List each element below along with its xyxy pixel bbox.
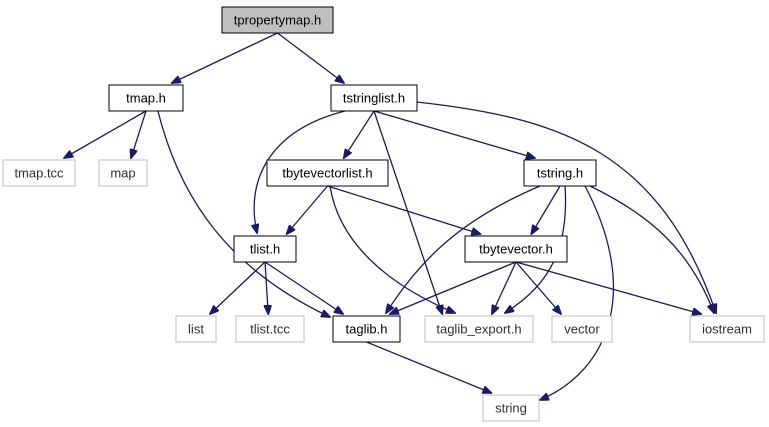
- edge-tstringlist-to-taglibexport: [373, 110, 442, 314]
- node-box: [330, 84, 418, 112]
- node-tbytevector[interactable]: tbytevector.h: [464, 235, 568, 263]
- node-box: [332, 315, 401, 343]
- node-box: [108, 84, 184, 112]
- node-taglibexport: taglib_export.h: [424, 315, 534, 343]
- node-tstringlist[interactable]: tstringlist.h: [330, 84, 418, 112]
- node-label: tlist.tcc: [250, 322, 290, 337]
- node-box: [2, 159, 76, 187]
- node-string: string: [482, 394, 540, 422]
- node-tmap[interactable]: tmap.h: [108, 84, 184, 112]
- node-label: tbytevector.h: [479, 242, 553, 257]
- node-box: [689, 315, 765, 343]
- node-label: tbytevectorlist.h: [282, 166, 372, 181]
- edge-tstring-to-taglib: [386, 185, 541, 313]
- node-tbytevectorlist[interactable]: tbytevectorlist.h: [266, 159, 389, 187]
- node-box: [464, 235, 568, 263]
- node-label: tpropertymap.h: [234, 13, 321, 28]
- edge-tstringlist-to-tbytevectorlist: [344, 110, 375, 158]
- node-box: [482, 394, 540, 422]
- edge-tbytevectorlist-to-taglibexport: [329, 185, 455, 313]
- node-label: map: [110, 166, 135, 181]
- node-box: [233, 235, 297, 263]
- node-box: [424, 315, 534, 343]
- edge-tlist-to-list: [210, 261, 266, 314]
- edge-tmap-to-taglib: [157, 110, 330, 317]
- node-box: [221, 6, 334, 34]
- edges-layer: [64, 32, 716, 400]
- edge-tbytevector-to-taglib: [390, 261, 517, 314]
- node-tlist[interactable]: tlist.h: [233, 235, 297, 263]
- node-box: [523, 159, 597, 187]
- node-label: iostream: [702, 322, 752, 337]
- edge-tstring-to-taglibexport: [505, 185, 567, 313]
- node-tmaptcc: tmap.tcc: [2, 159, 76, 187]
- node-label: tmap.tcc: [14, 166, 64, 181]
- nodes-layer: tpropertymap.h tmap.h tstringlist.h tmap.tc…: [2, 6, 765, 422]
- edge-tstringlist-to-iostream: [416, 101, 716, 313]
- edge-tstringlist-to-tlist: [254, 110, 346, 233]
- node-list: list: [175, 315, 217, 343]
- edge-tstring-to-iostream: [589, 185, 714, 313]
- edge-tstring-to-string: [540, 185, 615, 400]
- edge-tstring-to-tbytevector: [531, 185, 561, 234]
- node-map: map: [98, 159, 148, 187]
- edge-tmap-to-map: [131, 110, 147, 158]
- node-box: [175, 315, 217, 343]
- edge-tbytevector-to-iostream: [515, 261, 701, 314]
- edge-tbytevectorlist-to-tlist: [287, 185, 328, 234]
- node-vector: vector: [551, 315, 613, 343]
- node-label: tlist.h: [250, 242, 280, 257]
- node-label: list: [188, 322, 204, 337]
- edge-tbytevectorlist-to-tbytevector: [327, 185, 481, 234]
- node-label: string: [495, 401, 527, 416]
- edge-tbytevector-to-taglibexport: [492, 261, 517, 314]
- node-label: taglib_export.h: [436, 322, 521, 337]
- edge-tmap-to-tmaptcc: [64, 110, 147, 158]
- node-label: tstringlist.h: [343, 91, 405, 106]
- node-iostream: iostream: [689, 315, 765, 343]
- edge-tpropertymap-to-tmap: [172, 32, 278, 83]
- node-box: [266, 159, 389, 187]
- edge-tlist-to-taglib: [264, 261, 343, 314]
- edge-tlist-to-tlisttcc: [265, 261, 268, 314]
- node-box: [551, 315, 613, 343]
- node-taglib[interactable]: taglib.h: [332, 315, 401, 343]
- edge-tstringlist-to-tstring: [373, 110, 535, 158]
- node-label: tmap.h: [126, 91, 166, 106]
- node-tstring[interactable]: tstring.h: [523, 159, 597, 187]
- edge-tbytevector-to-vector: [515, 261, 561, 314]
- node-label: tstring.h: [537, 166, 583, 181]
- node-box: [98, 159, 148, 187]
- node-tlisttcc: tlist.tcc: [235, 315, 305, 343]
- edge-taglib-to-string: [366, 341, 492, 393]
- node-label: vector: [564, 322, 600, 337]
- edge-tpropertymap-to-tstringlist: [277, 32, 344, 83]
- node-tpropertymap[interactable]: tpropertymap.h: [221, 6, 334, 34]
- node-box: [235, 315, 305, 343]
- node-label: taglib.h: [346, 322, 388, 337]
